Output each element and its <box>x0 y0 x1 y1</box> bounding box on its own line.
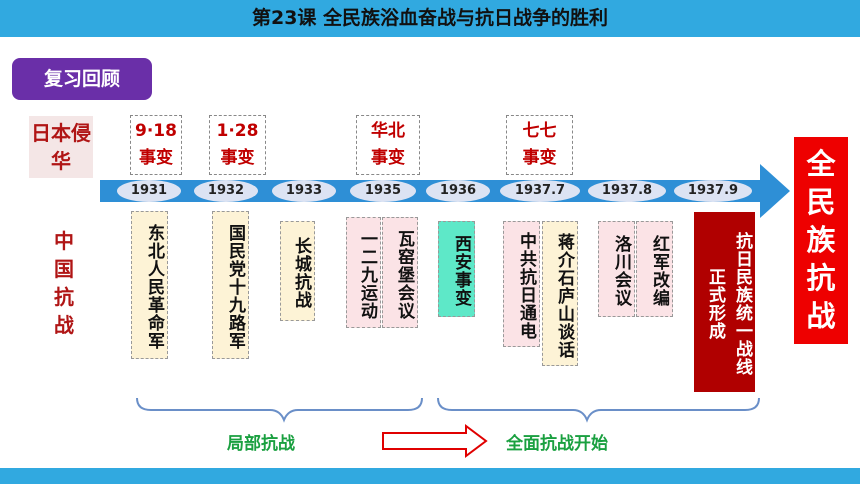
event-great-wall: 长城抗战 <box>280 221 315 321</box>
event-ccp-telegram: 中共抗日通电 <box>503 221 540 347</box>
event-red-army-reorg: 红军改编 <box>636 221 673 317</box>
event-918: 9·18 事变 <box>130 115 182 175</box>
event-128: 1·28 事变 <box>209 115 266 175</box>
phase-transition-arrow <box>382 424 488 458</box>
year-1932: 1932 <box>194 180 258 202</box>
full-phase-brace <box>437 397 760 423</box>
event-december-9: 一二九运动 <box>346 217 381 328</box>
page-title: 第23课 全民族浴血奋战与抗日战争的胜利 <box>251 7 609 29</box>
year-1936: 1936 <box>426 180 490 202</box>
partial-resistance-label: 局部抗战 <box>227 434 295 454</box>
year-1933: 1933 <box>272 180 336 202</box>
year-1937-9: 1937.9 <box>674 180 752 202</box>
review-badge: 复习回顾 <box>12 58 152 100</box>
event-formally-formed: 正式形成 <box>694 212 728 392</box>
event-july-7: 七七 事变 <box>506 115 573 175</box>
china-resistance-label: 中国抗战 <box>54 229 74 337</box>
event-north-china: 华北 事变 <box>356 115 420 175</box>
event-luochuan: 洛川会议 <box>598 221 635 317</box>
full-resistance-label: 全面抗战开始 <box>506 434 608 454</box>
header-bar <box>0 0 860 37</box>
year-1937-7: 1937.7 <box>500 180 580 202</box>
year-1937-8: 1937.8 <box>588 180 666 202</box>
event-19th-route-army: 国民党十九路军 <box>212 211 249 359</box>
event-xian: 西安事变 <box>438 221 475 317</box>
event-wayaobao: 瓦窑堡会议 <box>382 217 418 328</box>
year-1931: 1931 <box>117 180 181 202</box>
year-1935: 1935 <box>350 180 416 202</box>
japan-invasion-label: 日本侵华 <box>29 116 93 178</box>
footer-bar <box>0 468 860 484</box>
event-united-front: 抗日民族统一战线 <box>728 212 755 392</box>
national-resistance-label: 全民族抗战 <box>794 137 848 344</box>
event-lushan-talk: 蒋介石庐山谈话 <box>542 221 578 366</box>
partial-phase-brace <box>136 397 423 423</box>
event-northeast-army: 东北人民革命军 <box>131 211 168 359</box>
